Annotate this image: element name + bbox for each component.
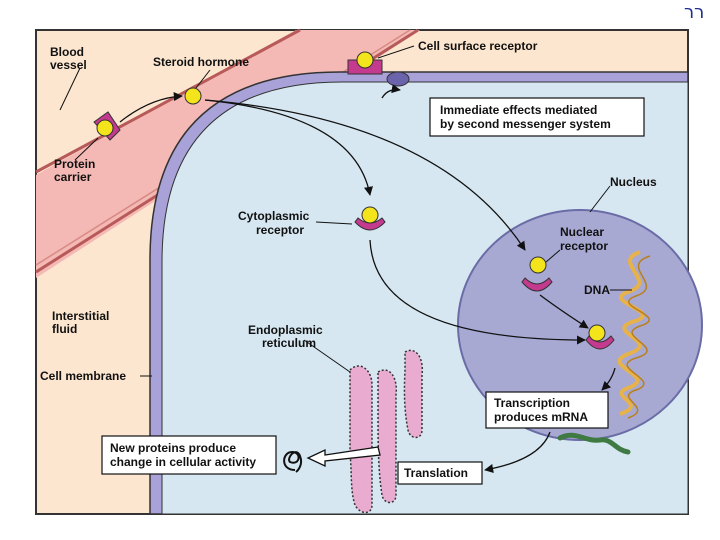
blood-vessel-label-line1: Blood [50,45,84,59]
dna-strand-b [626,255,651,419]
translation-box [397,461,483,485]
nucleus-label: Nucleus [610,175,657,189]
leader-lines [59,45,632,377]
new-proteins-label: New proteins produce change in cellular … [110,441,256,469]
protein-carrier-label-line1: Protein [54,157,95,171]
arrow-carrier-to-hormone [119,91,183,123]
cytoplasmic-receptor-hormone [361,206,379,224]
leader-protein-carrier [74,137,99,161]
protein-carrier-label-line2: carrier [54,170,92,184]
immediate-effects-label-line1: Immediate effects mediated [440,103,597,117]
dna-label: DNA [584,283,610,297]
arrow-hormone-to-nuclear [204,99,526,251]
pathway-arrows [119,91,616,474]
transcription-label-line2: produces mRNA [494,410,588,424]
transcription-box [485,391,609,429]
cytoplasmic-receptor-shape [354,217,386,231]
arrow-receptor-to-effects [381,84,401,99]
er-sac-1 [349,365,373,514]
arrow-hormone-to-cytoplasmic [204,99,373,196]
interstitial-fluid-label-line1: Interstitial [52,309,109,323]
cell-surface-receptor-hormone [356,51,374,69]
cytoplasmic-receptor-label-line2: receptor [256,223,304,237]
arrow-nuclear-to-dna [539,294,589,329]
leader-cytoplasmic-receptor [315,221,353,225]
arrow-dna-to-transcription [601,367,616,391]
endoplasmic-reticulum [349,349,424,514]
steroid-hormone-label: Steroid hormone [153,55,249,69]
immediate-effects-box [429,97,645,137]
cytoplasmic-receptor-label-line1: Cytoplasmic [238,209,310,223]
nuclear-receptor-label-line1: Nuclear [560,225,604,239]
new-proteins-label-line1: New proteins produce [110,441,236,455]
dna-bound-receptor-hormone [588,324,606,342]
endoplasmic-reticulum-label-line2: reticulum [262,336,316,350]
protein-carrier-label: Protein carrier [54,157,99,184]
leader-cell-surface-receptor [377,45,415,59]
leader-blood-vessel [59,67,81,111]
endoplasmic-reticulum-label-line1: Endoplasmic [248,323,323,337]
nuclear-receptor-label-line2: receptor [560,239,608,253]
leader-er [303,339,351,373]
cytoplasmic-receptor-label: Cytoplasmic receptor [238,209,313,237]
leader-nucleus [589,185,611,213]
transcription-label: Transcription produces mRNA [494,396,588,424]
blood-vessel-label: Blood vessel [50,45,87,72]
cell-surface-receptor-label: Cell surface receptor [418,39,538,53]
dna-strand-a [617,250,645,416]
endoplasmic-reticulum-label: Endoplasmic reticulum [248,323,326,350]
new-proteins-label-line2: change in cellular activity [110,455,256,469]
transcription-label-line1: Transcription [494,396,570,410]
leader-steroid-hormone [195,69,211,89]
nuclear-receptor-hormone [529,256,547,274]
interstitial-fluid-label-line2: fluid [52,322,77,336]
protein-carrier-hormone [96,119,114,137]
mrna-strand [557,432,631,455]
interstitial-fluid-label: Interstitial fluid [52,309,113,336]
immediate-effects-label-line2: by second messenger system [440,117,611,131]
arrow-er-to-new-proteins [306,446,381,468]
translation-label: Translation [404,466,468,480]
arrow-cytoplasmic-to-dna [369,239,586,345]
steroid-hormone-molecule [184,87,202,105]
nuclear-receptor-label: Nuclear receptor [560,225,608,253]
blood-vessel-label-line2: vessel [50,58,87,72]
arrow-transcription-to-translation [484,431,551,474]
second-messenger-protein [386,71,410,87]
er-sac-2 [377,369,398,504]
new-protein-curl [283,450,303,473]
blood-vessel-wall-upper [35,28,301,174]
immediate-effects-label: Immediate effects mediated by second mes… [440,103,611,131]
leader-nuclear-receptor [545,249,561,263]
cell-membrane-label: Cell membrane [40,369,126,383]
corner-mark: רר [684,2,704,23]
nuclear-receptor-shape [521,277,553,292]
er-sac-3 [403,349,424,439]
new-proteins-box [101,435,277,475]
